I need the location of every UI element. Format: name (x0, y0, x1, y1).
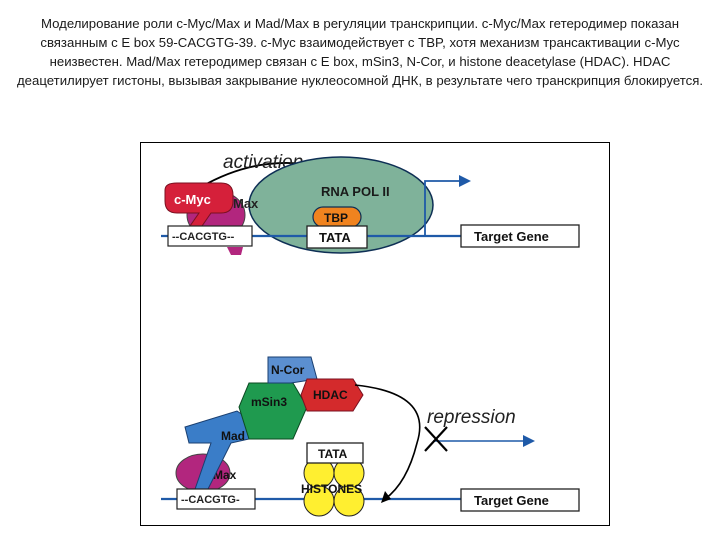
diagram-svg: activation RNA POL II Max c-Myc --CACGTG… (161, 152, 580, 517)
figure-caption: Моделирование роли c-Myc/Max и Mad/Max в… (16, 16, 703, 88)
max-label-bottom: Max (213, 468, 237, 482)
start-arrowhead-top (459, 175, 471, 187)
tata-bottom-box (306, 442, 364, 464)
ncor-label: N-Cor (271, 363, 305, 377)
repression-label: repression (427, 407, 516, 428)
msin3-protein (238, 382, 308, 440)
target-gene-top-box (460, 224, 580, 248)
repression-arrowhead (523, 435, 535, 447)
hdac-protein (300, 378, 364, 412)
max-lobe-top (227, 247, 243, 255)
tbp-label: TBP (324, 211, 348, 225)
target-gene-bottom-label: Target Gene (474, 493, 549, 508)
tata-bottom-label: TATA (318, 447, 348, 461)
histone-4 (333, 485, 365, 517)
msin3-label: mSin3 (251, 395, 287, 409)
start-arrow-top (424, 180, 459, 236)
hdac-label: HDAC (313, 388, 348, 402)
histones-label: HISTONES (301, 482, 362, 496)
ncor-protein (267, 356, 318, 384)
target-gene-bottom-box (460, 488, 580, 512)
rna-pol-ii (248, 156, 434, 254)
hdac-to-histone-arrow (354, 384, 421, 500)
target-gene-top-label: Target Gene (474, 229, 549, 244)
ebox-bottom (176, 488, 256, 510)
cmyc-label: c-Myc (174, 192, 211, 207)
diagram-panel: activation RNA POL II Max c-Myc --CACGTG… (140, 142, 610, 526)
cmyc-protein (164, 182, 234, 240)
ebox-top (167, 225, 253, 247)
block-mark-b (424, 426, 448, 452)
rna-pol-ii-label: RNA POL II (321, 184, 390, 199)
max-label-top: Max (233, 196, 259, 211)
tata-top-box (306, 225, 368, 249)
mad-label: Mad (221, 429, 245, 443)
tata-top-label: TATA (319, 230, 351, 245)
ebox-top-label: --CACGTG-- (172, 231, 235, 243)
ebox-bottom-label: --CACGTG- (181, 494, 240, 506)
hdac-to-histone-arrowhead (381, 491, 391, 503)
